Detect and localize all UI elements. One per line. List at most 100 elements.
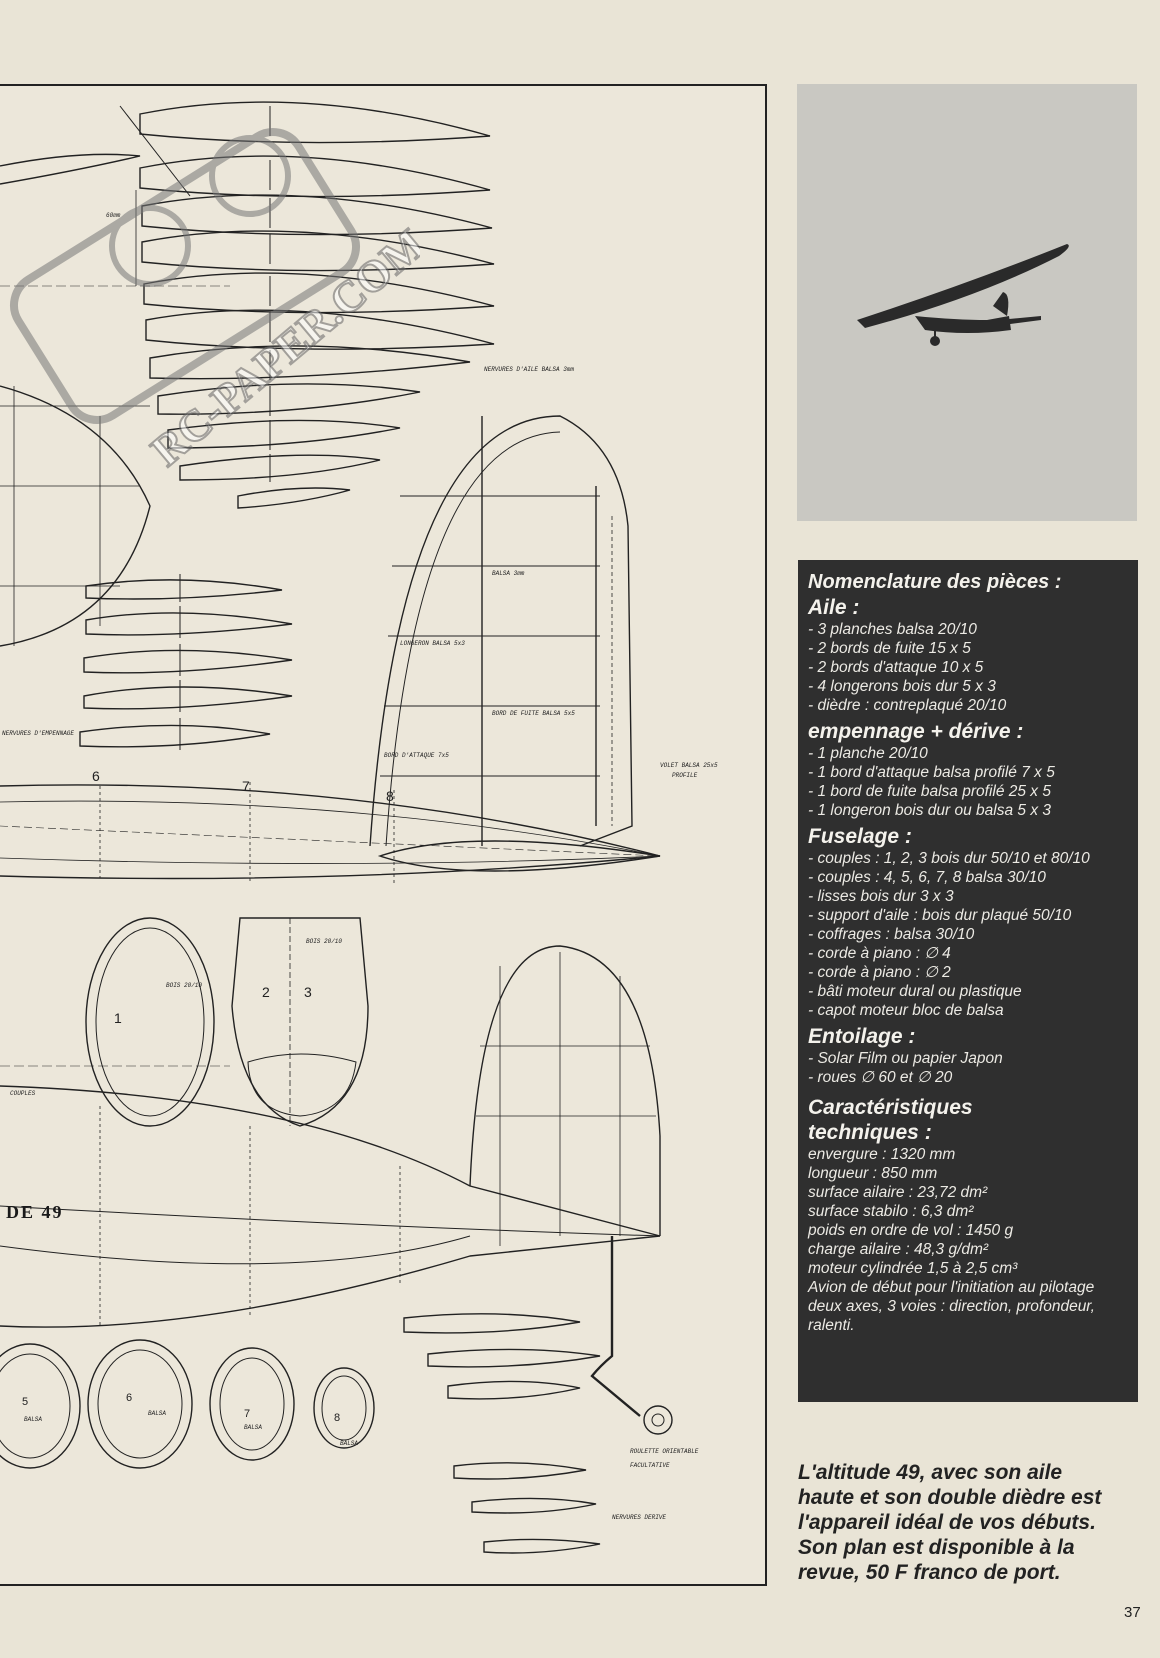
wing-rib — [157, 383, 421, 415]
part-number: 3 — [304, 984, 312, 1000]
former-2-3 — [231, 917, 369, 1127]
page-number: 37 — [1124, 1604, 1141, 1621]
part-number: 1 — [114, 1010, 122, 1026]
label-volet: VOLET BALSA 25x5 — [660, 762, 718, 769]
list-item: - 3 planches balsa 20/10 — [808, 621, 977, 638]
fin-rib — [453, 1462, 587, 1480]
caption-line: L'altitude 49, avec son aile — [798, 1461, 1063, 1484]
label-profile: PROFILE — [672, 772, 698, 779]
tech-item: charge ailaire : 48,3 g/dm² — [808, 1241, 989, 1258]
section-heading-aile: Aile : — [808, 596, 860, 619]
list-item: - corde à piano : ∅ 4 — [808, 945, 951, 962]
fin-rib — [403, 1313, 581, 1334]
caption-line: revue, 50 F franco de port. — [798, 1561, 1061, 1584]
tech-item: envergure : 1320 mm — [808, 1146, 956, 1163]
tech-item: Avion de début pour l'initiation au pilo… — [808, 1279, 1095, 1334]
fin-outline — [369, 415, 633, 847]
section-heading-entoilage: Entoilage : — [808, 1025, 916, 1048]
list-item: - lisses bois dur 3 x 3 — [808, 888, 954, 905]
label-bord-fuite: BORD DE FUITE BALSA 5x5 — [492, 710, 575, 717]
plan-drawing: RC-PAPER.COM NERVURES D'AILE BALSA 3mm B… — [0, 84, 767, 1586]
list-item: - couples : 4, 5, 6, 7, 8 balsa 30/10 — [808, 869, 1046, 886]
parts-list-panel: Nomenclature des pièces : Aile : - 3 pla… — [798, 560, 1138, 1402]
caption-line: haute et son double dièdre est — [798, 1486, 1102, 1509]
label-60mm: 60mm — [106, 212, 121, 219]
label-bois-2: BOIS 20/10 — [306, 938, 343, 945]
list-item: - 1 bord de fuite balsa profilé 25 x 5 — [808, 783, 1051, 800]
tech-item: poids en ordre de vol : 1450 g — [808, 1222, 1014, 1239]
label-roulette: ROULETTE ORIENTABLE — [630, 1448, 699, 1455]
plan-lines — [0, 101, 673, 1554]
part-number: 6 — [92, 768, 100, 784]
wing-rib — [143, 272, 495, 314]
label-balsa-6: BALSA — [148, 1410, 167, 1417]
wing-rib — [237, 487, 351, 509]
fuselage-side-bottom — [0, 1235, 661, 1328]
label-nervures-empennage: NERVURES D'EMPENNAGE — [2, 730, 75, 737]
tailwheel-wire — [590, 1236, 641, 1417]
tail-rib — [85, 579, 283, 600]
part-number: 7 — [242, 778, 250, 794]
tech-item: moteur cylindrée 1,5 à 2,5 cm³ — [808, 1260, 1018, 1277]
label-nervures-aile: NERVURES D'AILE BALSA 3mm — [484, 366, 575, 373]
list-item: - 1 longeron bois dur ou balsa 5 x 3 — [808, 802, 1051, 819]
list-empennage: - 1 planche 20/10 - 1 bord d'attaque bal… — [808, 744, 1128, 820]
label-balsa-7: BALSA — [244, 1424, 263, 1431]
list-item: - Solar Film ou papier Japon — [808, 1050, 1003, 1067]
caption-line: l'appareil idéal de vos débuts. — [798, 1511, 1096, 1534]
tail-rib — [83, 686, 293, 710]
label-longeron: LONGERON BALSA 5x3 — [400, 640, 465, 647]
list-item: - 1 bord d'attaque balsa profilé 7 x 5 — [808, 764, 1055, 781]
list-item: - bâti moteur dural ou plastique — [808, 983, 1022, 1000]
tailwheel — [643, 1405, 673, 1435]
list-item: - corde à piano : ∅ 2 — [808, 964, 951, 981]
wing-rib — [145, 309, 495, 350]
tech-item: longueur : 850 mm — [808, 1165, 938, 1182]
tail-rib — [85, 612, 293, 636]
tech-item: surface stabilo : 6,3 dm² — [808, 1203, 974, 1220]
list-item: - dièdre : contreplaqué 20/10 — [808, 697, 1007, 714]
part-number: 5 — [22, 1396, 29, 1408]
list-item: - coffrages : balsa 30/10 — [808, 926, 975, 943]
list-item: - capot moteur bloc de balsa — [808, 1002, 1004, 1019]
list-item: - roues ∅ 60 et ∅ 20 — [808, 1069, 953, 1086]
fin-rib — [483, 1538, 601, 1554]
wing-rib — [179, 454, 381, 481]
former-8 — [313, 1367, 375, 1449]
section-heading-caracteristiques: Caractéristiques — [808, 1096, 973, 1119]
list-item: - couples : 1, 2, 3 bois dur 50/10 et 80… — [808, 850, 1090, 867]
part-number: 8 — [334, 1412, 341, 1424]
label-couples: COUPLES — [10, 1090, 36, 1097]
wing-rib — [139, 101, 491, 144]
parts-list-title: Nomenclature des pièces : — [808, 571, 1062, 593]
list-aile: - 3 planches balsa 20/10 - 2 bords de fu… — [808, 620, 1128, 715]
fuselage-bottom-edge — [0, 855, 661, 880]
section-heading-techniques: techniques : — [808, 1121, 932, 1144]
list-entoilage: - Solar Film ou papier Japon - roues ∅ 6… — [808, 1049, 1128, 1087]
label-nervures-derive: NERVURES DERIVE — [612, 1514, 667, 1521]
wing-rib — [141, 194, 493, 236]
section-heading-fuselage: Fuselage : — [808, 825, 912, 848]
wing-rib — [167, 419, 401, 449]
tech-item: surface ailaire : 23,72 dm² — [808, 1184, 988, 1201]
list-item: - 2 bords d'attaque 10 x 5 — [808, 659, 984, 676]
airplane-silhouette — [797, 84, 1137, 521]
photo-caption: L'altitude 49, avec son aile haute et so… — [798, 1460, 1148, 1585]
label-balsa-8: BALSA — [340, 1440, 359, 1447]
list-item: - support d'aile : bois dur plaqué 50/10 — [808, 907, 1072, 924]
label-bord-attaque: BORD D'ATTAQUE 7x5 — [384, 752, 449, 759]
former-7 — [209, 1347, 295, 1461]
list-fuselage: - couples : 1, 2, 3 bois dur 50/10 et 80… — [808, 849, 1128, 1020]
tech-specs: envergure : 1320 mm longueur : 850 mm su… — [808, 1145, 1128, 1335]
label-bois-1: BOIS 20/10 — [166, 982, 203, 989]
list-item: - 4 longerons bois dur 5 x 3 — [808, 678, 996, 695]
former-1 — [85, 917, 215, 1127]
part-number: 7 — [244, 1408, 251, 1420]
fin-rib — [471, 1497, 597, 1514]
tail-rib — [83, 649, 293, 674]
label-balsa-5: BALSA — [24, 1416, 43, 1423]
fuselage-side-lower — [0, 1085, 661, 1237]
fin-rib — [447, 1380, 581, 1400]
airplane-fin — [993, 292, 1009, 316]
